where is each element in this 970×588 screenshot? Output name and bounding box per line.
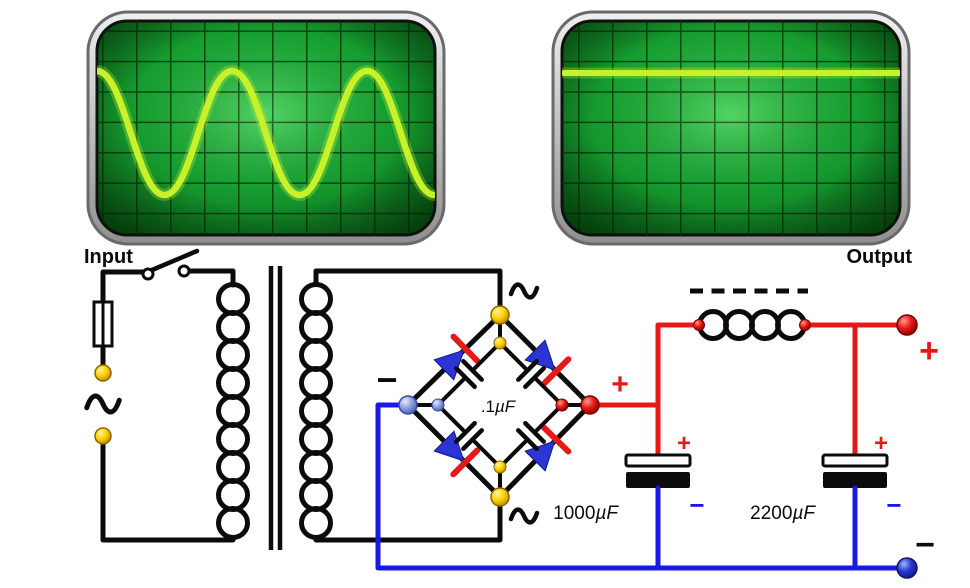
fuse (92, 300, 114, 348)
bridge-minus-label: − (376, 359, 397, 400)
diode-cathode-bar (541, 356, 572, 387)
output-plus-label: + (919, 332, 939, 370)
filter-inductor (690, 288, 811, 341)
cap-plate-negative (626, 472, 690, 488)
wire-bridge-to-terminal (375, 402, 902, 571)
scope-screen-content (562, 21, 900, 235)
capacitor-icon (516, 421, 546, 451)
scope-vignette (562, 21, 900, 235)
black-wiring (100, 268, 593, 543)
bridge-node-ac-bottom (490, 487, 510, 507)
ac-terminal-dot (94, 427, 112, 445)
switch-contact-right (177, 264, 191, 278)
inductor-coil (697, 309, 807, 341)
inner-node-left (431, 398, 445, 412)
capacitor-icon (454, 359, 484, 389)
capacitor-icon (454, 421, 484, 451)
ac-wave-icon (84, 393, 122, 415)
diode-cathode-bar (450, 333, 481, 364)
scope-screen-content (97, 21, 435, 235)
bridge-node-negative (398, 395, 418, 415)
negative-rail (375, 402, 902, 571)
cap-plate-positive (821, 453, 889, 468)
wire-input-to-switch (100, 269, 146, 305)
inner-node-top (493, 336, 507, 350)
input-label: Input (84, 246, 133, 268)
cap1-plus-label: + (677, 430, 691, 457)
capacitor-2200uf (821, 453, 889, 488)
cap1-minus-label: − (689, 490, 704, 520)
positive-rail (596, 322, 902, 458)
bridge-diodes (433, 333, 572, 478)
inductor-terminal-dot (799, 319, 811, 331)
sine-trace (97, 67, 435, 199)
ac-terminal-dot (94, 364, 112, 382)
snubber-network: .1µF (406, 313, 592, 499)
negative-terminal (896, 557, 918, 579)
power-switch (141, 248, 200, 281)
capacitor-1000uf (624, 453, 692, 488)
switch-contact-left (141, 267, 155, 281)
bridge-plus-label: + (611, 368, 629, 401)
output-minus-label: − (915, 526, 935, 564)
wire-secondary-top-to-bridge (313, 268, 503, 309)
diode-icon (433, 333, 481, 381)
capacitor-icon (516, 359, 546, 389)
transformer-primary-coil (216, 282, 250, 540)
cap2-minus-label: − (886, 490, 901, 520)
snubber-value: .1µF (481, 397, 517, 416)
diode-cathode-bar (541, 424, 572, 455)
ac-wave-icon (508, 282, 540, 300)
transformer-core (268, 266, 283, 550)
wire-source-to-primary-bottom (100, 441, 236, 543)
cap-plate-negative (823, 472, 887, 488)
wire-secondary-bottom-to-bridge (313, 503, 503, 543)
switch-lever (149, 248, 200, 273)
bridge-node-ac-top (490, 305, 510, 325)
wire-bridge-to-inductor (596, 322, 702, 408)
transformer-secondary-coil (299, 282, 333, 540)
cap2-plus-label: + (874, 430, 888, 457)
diode-cathode-bar (450, 447, 481, 478)
transformer (216, 266, 333, 550)
positive-terminal (896, 314, 918, 336)
output-label: Output (846, 246, 912, 268)
wire-switch-to-primary (186, 268, 236, 288)
snubber-wires (406, 313, 592, 499)
input-oscilloscope (86, 10, 446, 246)
cap-plate-positive (624, 453, 692, 468)
diode-icon (524, 424, 572, 472)
inner-node-bottom (493, 460, 507, 474)
cap1-value: 1000µF (553, 503, 619, 524)
cap2-value: 2200µF (750, 503, 816, 524)
ac-wave-icon (508, 507, 540, 525)
bridge-node-positive (580, 395, 600, 415)
inner-node-right (555, 398, 569, 412)
output-oscilloscope (551, 10, 911, 246)
ac-source (84, 364, 122, 445)
inductor-terminal-dot (693, 319, 705, 331)
